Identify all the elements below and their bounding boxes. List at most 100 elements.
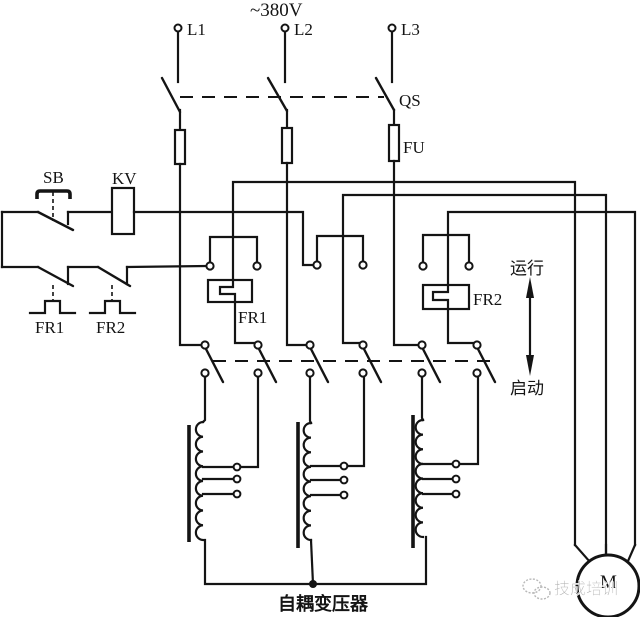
fr2-contact-label: FR2 [96, 318, 125, 337]
switch-pole-4-bottom-terminal [358, 368, 368, 378]
fr1-heater-element [218, 278, 237, 304]
terminal-bridge-1 [208, 235, 259, 264]
switch-pole-3-blade [309, 347, 330, 384]
l2-feed-wire [285, 161, 308, 347]
terminal-bridge-3 [421, 233, 471, 264]
sb-label: SB [43, 168, 64, 187]
fu-label: FU [403, 138, 425, 157]
l3-label: L3 [401, 20, 420, 39]
transformer-1-tap-2-terminal [232, 474, 242, 484]
bridge-3-terminal-right [464, 261, 474, 271]
l1-feed-wire [178, 162, 203, 347]
fuse-l2 [280, 126, 294, 165]
motor-lead-u [573, 543, 592, 564]
switch-pole-6-top-terminal [472, 340, 482, 350]
motor-label: M [600, 572, 617, 593]
switch-pole-5-bottom-terminal [417, 368, 427, 378]
switch-pole-3-bottom-terminal [305, 368, 315, 378]
transformer-3-tap-2-terminal [451, 474, 461, 484]
switch-pole-6-bottom-terminal [472, 368, 482, 378]
kv-label: KV [112, 169, 137, 188]
fr2-thermal-actuator-icon [88, 299, 137, 315]
control-bottom-wire-right [125, 264, 208, 269]
arrow-up-icon [526, 277, 534, 298]
bridge-1-terminal-right [252, 261, 262, 271]
qs-label: QS [399, 91, 421, 110]
switch-pole-6-blade [476, 347, 497, 384]
qs-blade-l2 [266, 76, 289, 113]
transformer-1-tap-1-terminal [232, 462, 242, 472]
transformer-2-input-wire [308, 375, 313, 425]
star-point-junction [309, 580, 317, 588]
fr2-heater-element [431, 283, 450, 311]
fr1-contact-label: FR1 [35, 318, 64, 337]
autotransformer-bank [187, 375, 480, 548]
fr2-heater [421, 283, 471, 311]
transformer-1-tap-return-wire [239, 375, 260, 469]
transformer-2-tap-2-terminal [339, 475, 349, 485]
fr1-heater-label: FR1 [238, 308, 267, 327]
motor-feed-u-to-switch [233, 300, 256, 345]
l3-terminal [387, 23, 397, 33]
transformer-2-tap-1-terminal [339, 461, 349, 471]
supply-voltage-label: ~380V [250, 0, 303, 21]
changeover-switch [200, 340, 497, 384]
run-label: 运行 [510, 259, 544, 279]
transformer-1-winding [194, 420, 205, 542]
fr2-heater-label: FR2 [473, 290, 502, 309]
fuse-l3 [387, 123, 401, 163]
switch-pole-1-blade [204, 347, 225, 384]
l1-label: L1 [187, 20, 206, 39]
l2-label: L2 [294, 20, 313, 39]
motor-feed-w-wire [446, 210, 637, 547]
transformer-1-input-wire [201, 375, 207, 424]
motor-symbol [575, 553, 640, 617]
bridge-3-terminal-left [418, 261, 428, 271]
switch-pole-1-bottom-terminal [200, 368, 210, 378]
motor-lead-w [626, 543, 637, 563]
fr1-thermal-actuator-icon [28, 299, 77, 315]
transformer-3-tap-return-wire [458, 375, 480, 466]
watermark-text: 技成培训 [554, 579, 618, 598]
sb-pushbutton-icon [35, 189, 72, 199]
l3-feed-wire [392, 159, 420, 347]
terminal-bridge-2 [315, 234, 365, 263]
switch-pole-5-blade [421, 347, 442, 384]
transformer-3-tap-3-terminal [451, 489, 461, 499]
transformer-2-tap-return-wire [346, 375, 366, 468]
wechat-icon [522, 578, 551, 600]
switch-pole-4-top-terminal [358, 340, 368, 350]
qs-blade-l3 [374, 76, 396, 112]
start-label: 启动 [510, 379, 544, 399]
transformer-star-point-wire [203, 535, 428, 586]
switch-pole-4-blade [362, 347, 383, 384]
control-top-wire-right [132, 210, 315, 267]
fuse-l1 [173, 128, 187, 166]
transformer-1-tap-3-terminal [232, 489, 242, 499]
autotransformer-label: 自耦变压器 [278, 593, 369, 615]
fr1-heater [206, 278, 254, 304]
l1-terminal [173, 23, 183, 33]
transformer-2-winding [302, 421, 313, 542]
bridge-2-terminal-left [312, 260, 322, 270]
transformer-3-tap-1-terminal [451, 459, 461, 469]
motor-feed-v-wire [341, 193, 608, 557]
motor-feed-u-wire [231, 180, 577, 547]
transformer-2-neutral-wire [309, 538, 315, 586]
arrow-down-icon [526, 355, 534, 376]
transformer-2-tap-3-terminal [339, 490, 349, 500]
switch-pole-5-top-terminal [417, 340, 427, 350]
switch-pole-2-blade [257, 347, 278, 384]
l2-terminal [280, 23, 290, 33]
switch-pole-1-top-terminal [200, 340, 210, 350]
motor-feed-w-to-switch [446, 307, 475, 345]
qs-blade-l1 [160, 76, 182, 114]
bridge-1-terminal-left [205, 261, 215, 271]
fr2-contact-blade [96, 265, 132, 288]
kv-relay-coil [110, 186, 136, 236]
bridge-2-terminal-right [358, 260, 368, 270]
transformer-3-input-wire [420, 375, 425, 422]
switch-pole-2-bottom-terminal [253, 368, 263, 378]
switch-pole-3-top-terminal [305, 340, 315, 350]
